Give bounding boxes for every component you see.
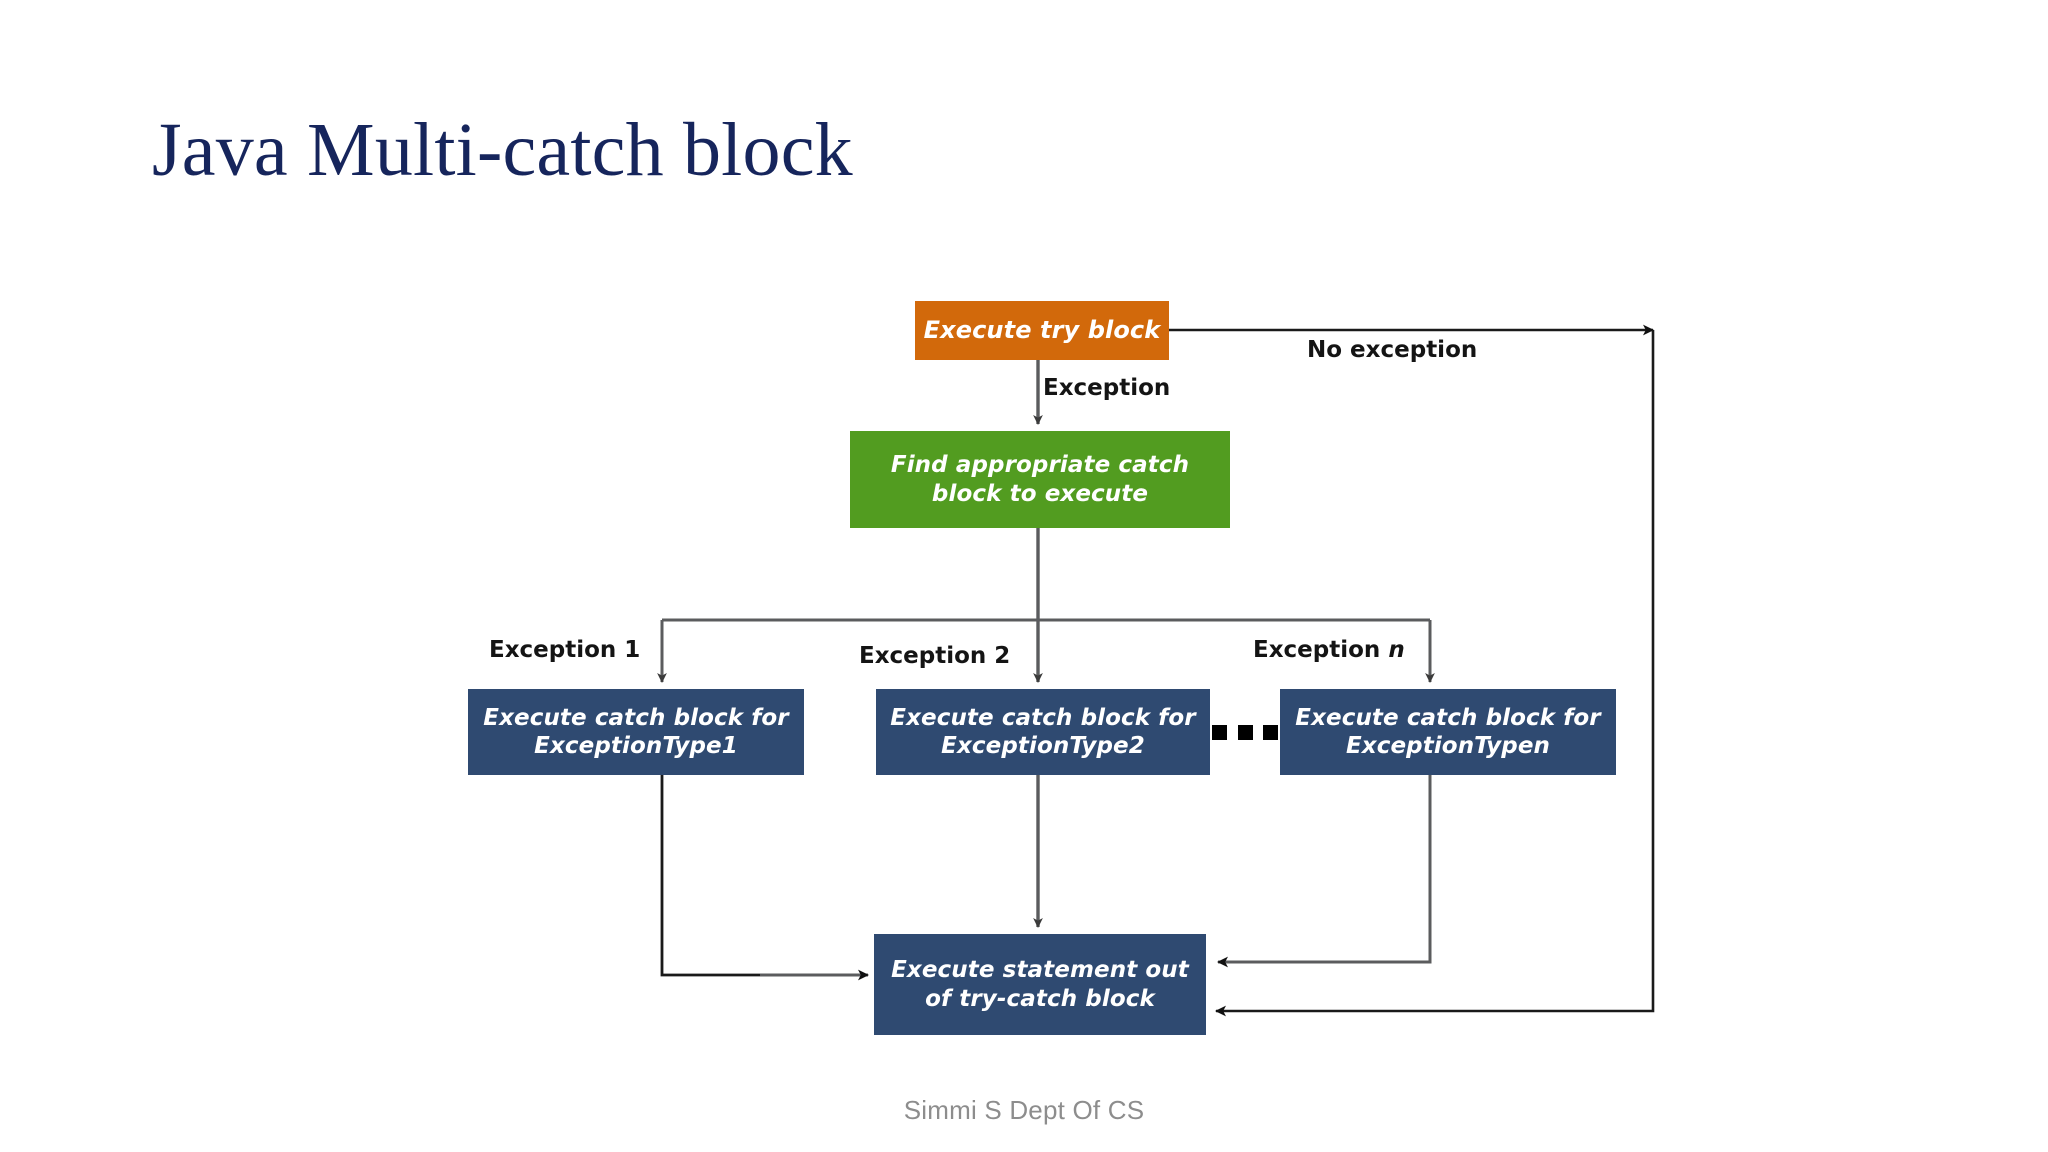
node-find-label-line1: Find appropriate catch — [890, 452, 1190, 479]
edge-no-exception — [1169, 324, 1655, 1017]
node-find-appropriate-catch-block[interactable]: Find appropriate catch block to execute — [850, 431, 1230, 528]
edge-label-exception: Exception — [1043, 375, 1171, 401]
ellipsis-dot-3 — [1263, 724, 1278, 740]
ellipsis-dots-icon — [1212, 722, 1278, 742]
node-catch-1-text: Execute catch block for ExceptionType1 — [483, 704, 788, 760]
node-execute-statement-out[interactable]: Execute statement out of try-catch block — [874, 934, 1206, 1035]
node-out-text: Execute statement out of try-catch block — [891, 956, 1189, 1012]
edge-label-exception-n-suffix: n — [1388, 637, 1405, 663]
edge-label-exception-1: Exception 1 — [489, 637, 641, 663]
flowchart-connectors — [657, 324, 1655, 1017]
node-catch-n-label-line2: ExceptionTypen — [1345, 733, 1550, 759]
edge-label-no-exception: No exception — [1307, 337, 1478, 363]
node-catch-2-text: Execute catch block for ExceptionType2 — [890, 704, 1195, 760]
node-catch-block-1[interactable]: Execute catch block for ExceptionType1 — [468, 689, 804, 775]
node-catch-block-n[interactable]: Execute catch block for ExceptionTypen — [1280, 689, 1616, 775]
node-catch-2-label-line2: ExceptionType2 — [941, 733, 1145, 759]
slide-footer: Simmi S Dept Of CS — [903, 1095, 1145, 1125]
edge-distribution-bus — [657, 618, 1435, 683]
ellipsis-dot-1 — [1212, 724, 1227, 740]
node-catch-n-label-line1: Execute catch block for — [1295, 704, 1601, 731]
node-find-label-line2: block to execute — [931, 480, 1149, 507]
edge-catchn-to-out — [1217, 775, 1432, 968]
node-execute-try-block[interactable]: Execute try block — [915, 301, 1169, 360]
edge-label-exception-n-prefix: Exception — [1253, 637, 1389, 663]
page-title: Java Multi-catch block — [152, 108, 853, 192]
edge-label-exception-2: Exception 2 — [859, 643, 1011, 669]
node-catch-n-text: Execute catch block for ExceptionTypen — [1295, 704, 1600, 760]
edge-label-exception-n: Exception n — [1253, 637, 1405, 663]
flowchart-diagram: Execute try block Find appropriate catch… — [468, 301, 1655, 1035]
node-find-text: Find appropriate catch block to execute — [891, 451, 1189, 507]
node-catch-1-label-line2: ExceptionType1 — [534, 733, 738, 759]
node-out-label-line1: Execute statement out — [891, 957, 1189, 984]
edge-catch1-to-out — [660, 775, 869, 981]
ellipsis-dot-2 — [1237, 724, 1253, 740]
node-catch-2-label-line1: Execute catch block for — [890, 704, 1196, 731]
node-try-label: Execute try block — [923, 315, 1161, 344]
node-out-label-line2: of try-catch block — [925, 985, 1155, 1012]
node-catch-1-label-line1: Execute catch block for — [483, 704, 789, 731]
node-catch-block-2[interactable]: Execute catch block for ExceptionType2 — [876, 689, 1210, 775]
